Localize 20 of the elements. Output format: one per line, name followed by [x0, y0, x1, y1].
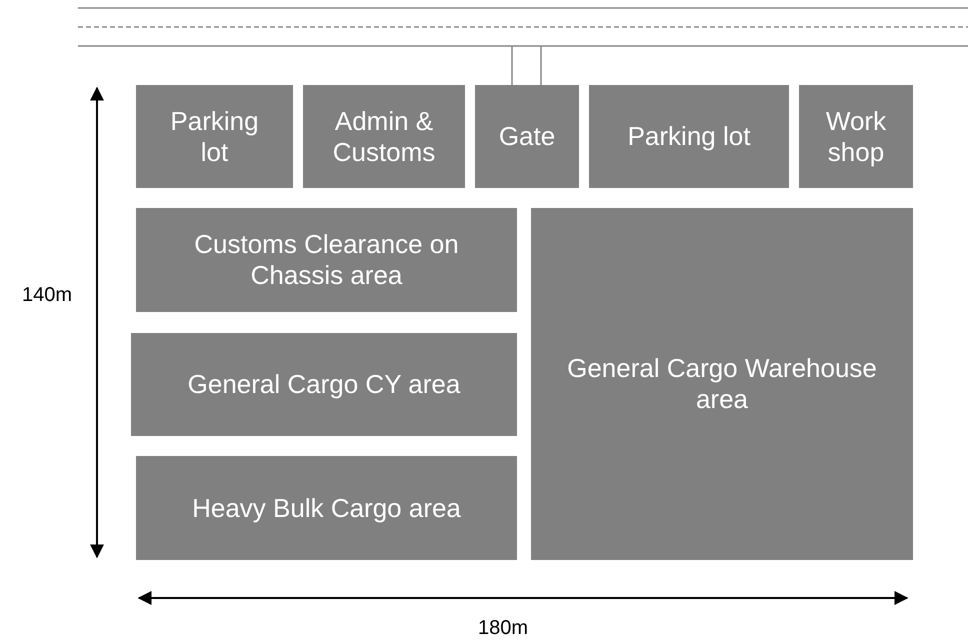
area-label: Parking lot	[169, 106, 260, 168]
dimension-label: 180m	[478, 617, 528, 640]
area-label: General Cargo Warehouse area	[566, 353, 878, 415]
area-label: Admin & Customs	[332, 106, 436, 168]
area-block	[136, 456, 517, 560]
area-label: Heavy Bulk Cargo area	[192, 492, 461, 524]
area-label: Parking lot	[628, 121, 750, 152]
area-block	[303, 85, 465, 188]
area-block	[531, 208, 913, 560]
area-label: Work shop	[824, 106, 888, 168]
area-label: General Cargo CY area	[188, 369, 460, 400]
area-block	[136, 85, 293, 188]
area-block	[589, 85, 789, 188]
area-label: Gate	[498, 121, 556, 152]
area-block	[475, 85, 579, 188]
area-block	[131, 333, 517, 436]
area-block	[136, 208, 517, 312]
area-block	[799, 85, 913, 188]
area-label: Customs Clearance on Chassis area	[193, 229, 460, 291]
dimension-label: 140m	[22, 284, 72, 307]
